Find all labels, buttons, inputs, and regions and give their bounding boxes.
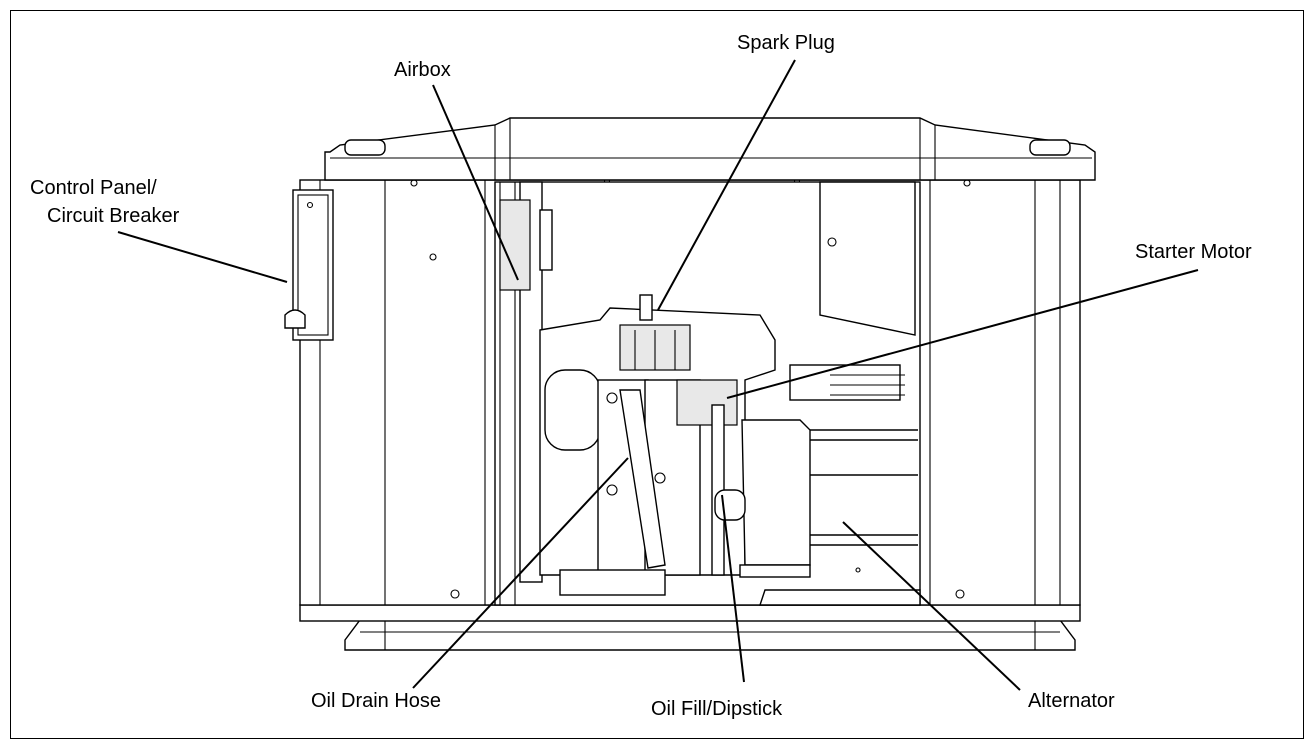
rear-panel <box>819 181 916 336</box>
label-control-panel-line1: Control Panel/ <box>30 177 157 199</box>
label-starter-motor: Starter Motor <box>1135 241 1252 263</box>
label-control-panel-line2: Circuit Breaker <box>47 205 180 227</box>
leader-control-panel <box>117 231 288 283</box>
label-spark-plug: Spark Plug <box>737 32 835 54</box>
figure-frame <box>10 10 1304 739</box>
generator-base <box>299 604 1081 651</box>
control-panel-box <box>284 189 334 341</box>
label-airbox: Airbox <box>394 59 451 81</box>
leader-airbox <box>432 84 519 281</box>
engine <box>539 307 811 596</box>
leader-alternator <box>842 521 1021 691</box>
spark-plug-part <box>639 294 653 321</box>
leader-oil-drain <box>412 457 629 689</box>
enclosure-lid <box>324 117 1096 181</box>
leader-spark-plug <box>657 59 796 311</box>
alternator-unit <box>759 364 921 606</box>
label-alternator: Alternator <box>1028 690 1115 712</box>
leader-starter-motor <box>726 269 1199 399</box>
airbox-unit <box>499 181 553 583</box>
label-oil-drain-hose: Oil Drain Hose <box>311 690 442 712</box>
label-oil-fill-dipstick: Oil Fill/Dipstick <box>651 698 783 720</box>
leader-lines <box>117 59 1199 691</box>
leader-oil-fill <box>721 494 745 683</box>
oil-drain-hose-part <box>619 389 666 569</box>
